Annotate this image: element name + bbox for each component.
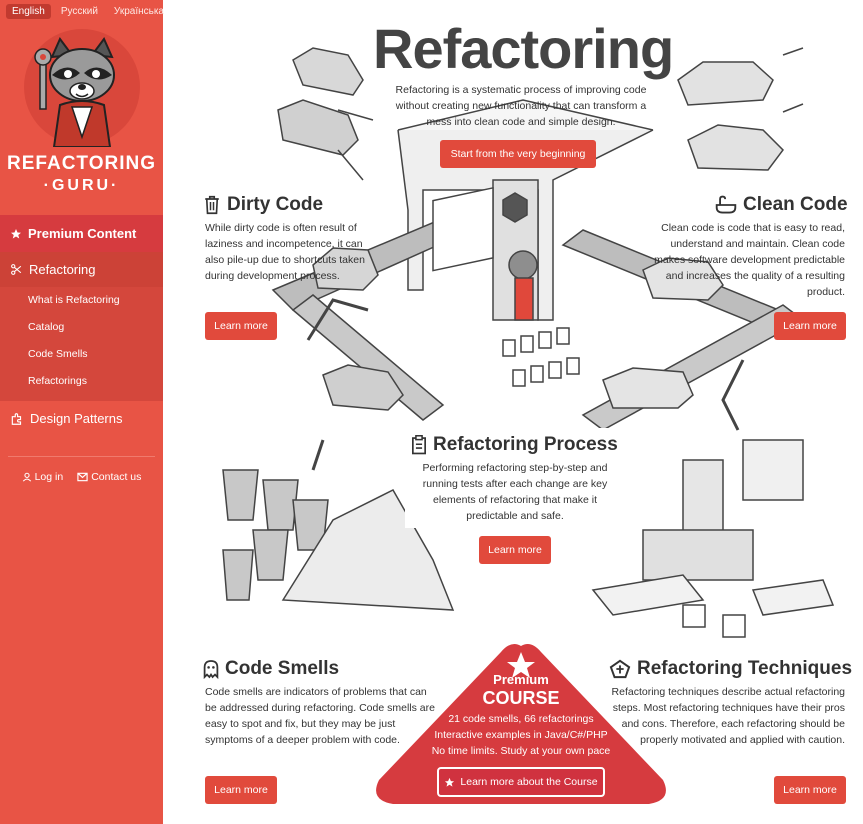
language-switcher: English Русский Українська [0,0,164,23]
contact-label: Contact us [91,471,142,483]
code-smells-title: Code Smells [203,658,339,680]
section-title-label: Code Smells [225,658,340,679]
account-links: Log in Contact us [0,457,163,483]
sidebar-divider [8,456,155,457]
puzzle-icon [11,412,22,425]
sidebar-item-label: Premium Content [28,226,137,241]
raccoon-mascot-icon [23,29,140,148]
code-smells-learn-more-button[interactable]: Learn more [205,776,277,804]
premium-label: Premium [493,672,549,687]
page-title: Refactoring [373,17,674,80]
premium-course-label: COURSE [482,688,560,708]
lang-russian[interactable]: Русский [60,6,98,17]
envelope-icon [77,472,88,482]
brand-name: REFACTORING [7,153,156,174]
contact-link[interactable]: Contact us [77,471,141,483]
scissors-icon [11,264,22,275]
section-title-label: Refactoring Process [433,434,618,455]
sidebar-item-design-patterns[interactable]: Design Patterns [0,401,163,436]
brand-subname: ·GURU· [43,177,120,194]
toolbox-icon [609,659,631,679]
bathtub-icon [715,195,737,214]
sidebar: English Русский Українська REF [0,0,164,824]
star-icon [11,228,21,238]
factory-illustration [222,47,835,638]
intro-text: Refactoring is a systematic process of i… [395,84,647,128]
premium-course-banner[interactable]: Premium COURSE 21 code smells, 66 refact… [373,640,669,806]
star-icon [445,777,455,787]
sidebar-item-label: Refactoring [29,262,96,277]
clean-code-title: Clean Code [715,194,848,216]
course-button-label: Learn more about the Course [460,776,598,788]
premium-triangle-shape [376,644,666,804]
sidebar-item-label: Design Patterns [30,411,123,426]
code-smells-text: Code smells are indicators of problems t… [205,686,435,746]
process-title: Refactoring Process [411,434,618,456]
sidebar-subitem-refactorings[interactable]: Refactorings [28,375,87,387]
sidebar-subitem-code-smells[interactable]: Code Smells [28,348,88,360]
course-learn-more-button[interactable]: Learn more about the Course [437,767,605,797]
sidebar-subitem-catalog[interactable]: Catalog [28,321,65,333]
trash-icon [205,195,219,215]
start-button[interactable]: Start from the very beginning [440,140,596,168]
process-backdrop [405,428,625,528]
lang-ukrainian[interactable]: Українська [113,6,164,17]
login-link[interactable]: Log in [22,471,64,483]
premium-feature-2: Interactive examples in Java/C#/PHP [434,729,608,741]
section-title-label: Clean Code [743,194,848,215]
sidebar-nav: Premium Content Refactoring What is Refa… [0,215,163,483]
sidebar-item-premium[interactable]: Premium Content [0,215,163,252]
dirty-code-learn-more-button[interactable]: Learn more [205,312,277,340]
lang-english[interactable]: English [6,4,51,19]
user-icon [22,472,31,482]
section-title-label: Dirty Code [227,194,324,215]
premium-feature-1: 21 code smells, 66 refactorings [448,713,594,725]
clipboard-icon [412,435,426,455]
techniques-title: Refactoring Techniques [609,658,852,680]
premium-feature-3: No time limits. Study at your own pace [431,745,611,757]
sidebar-section-refactoring: Refactoring What is Refactoring Catalog … [0,252,163,401]
sidebar-subitem-what-is-refactoring[interactable]: What is Refactoring [28,294,120,306]
techniques-text: Refactoring techniques describe actual r… [611,686,845,746]
sidebar-item-refactoring[interactable]: Refactoring [0,252,163,287]
process-learn-more-button[interactable]: Learn more [479,536,551,564]
dirty-code-text: While dirty code is often result of lazi… [205,222,365,282]
main-content: Refactoring Refactoring is a systematic … [163,0,863,824]
techniques-learn-more-button[interactable]: Learn more [774,776,846,804]
login-label: Log in [34,471,64,483]
raccoon-logo[interactable] [22,27,142,148]
clean-code-learn-more-button[interactable]: Learn more [774,312,846,340]
section-title-label: Refactoring Techniques [637,658,853,679]
process-text: Performing refactoring step-by-step and … [422,462,608,522]
ghost-icon [203,660,219,679]
clean-code-text: Clean code is code that is easy to read,… [654,222,845,298]
dirty-code-title: Dirty Code [203,194,323,216]
